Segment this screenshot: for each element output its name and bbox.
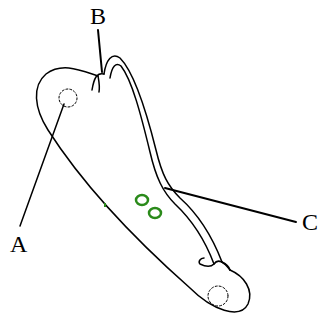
membrane-line <box>110 65 214 265</box>
leader-line <box>165 188 296 222</box>
chloroplast <box>149 208 161 218</box>
chloroplast-dot <box>104 203 106 207</box>
vacuole <box>208 286 228 306</box>
flagellum <box>98 76 99 92</box>
part-label: A <box>10 232 27 256</box>
leader-line <box>20 104 64 226</box>
chloroplast <box>136 195 148 205</box>
part-label: B <box>90 4 106 28</box>
leader-line <box>98 30 102 72</box>
vacuole <box>59 89 77 107</box>
membrane-line <box>104 56 222 262</box>
cell-hook <box>199 258 230 270</box>
cell-hook <box>222 262 230 270</box>
part-label: C <box>302 210 318 234</box>
